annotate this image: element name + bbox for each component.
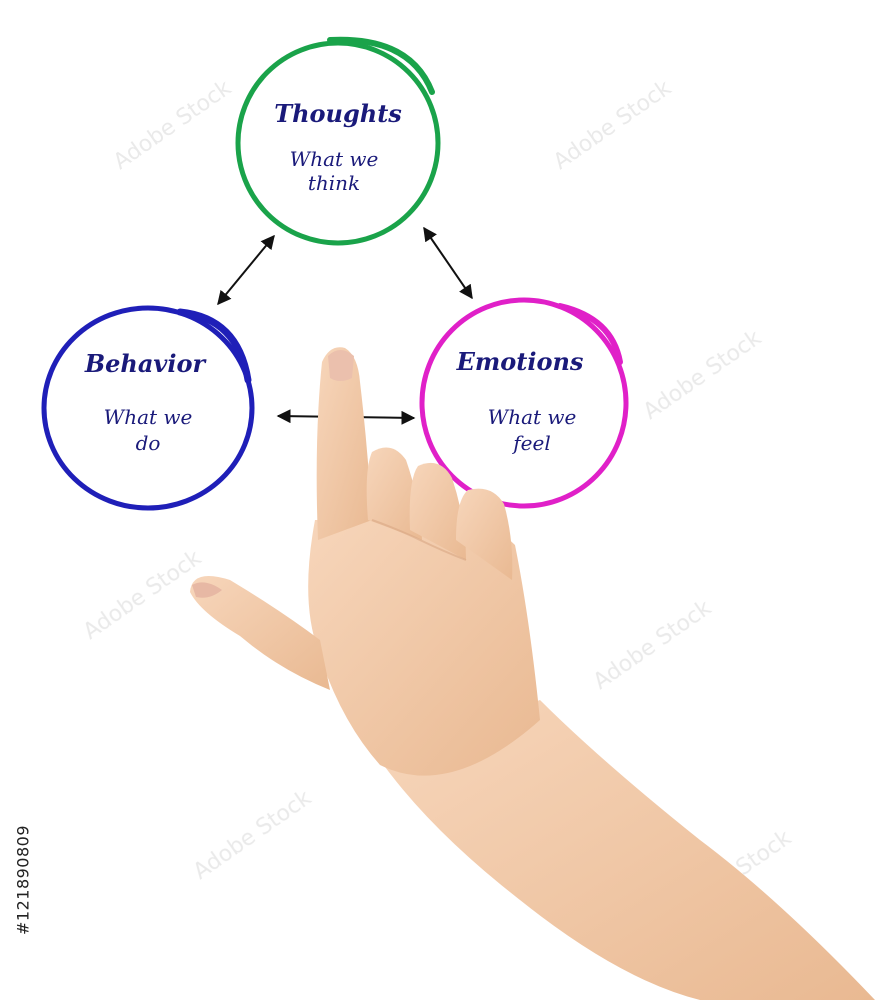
node-behavior-brushstroke: [176, 308, 252, 384]
hand-forearm: [380, 700, 875, 1000]
hand-middle-finger: [366, 447, 422, 540]
arrow-thoughts-behavior: [217, 234, 275, 306]
node-thoughts-line2: think: [308, 171, 360, 195]
node-behavior-line1: What we: [104, 405, 193, 429]
pointing-hand: [190, 347, 875, 1000]
hand-ring-finger: [409, 462, 466, 560]
node-emotions-line2: feel: [511, 431, 550, 455]
watermark-text: Adobe Stock: [109, 75, 236, 174]
stock-image-id: #121890809: [13, 824, 33, 936]
watermark-text: Adobe Stock: [639, 325, 766, 424]
node-thoughts-line1: What we: [290, 147, 379, 171]
node-behavior-title: Behavior: [84, 349, 208, 378]
node-emotions-brushstroke: [557, 303, 623, 365]
node-emotions-line1: What we: [488, 405, 577, 429]
watermark-text: Adobe Stock: [589, 595, 716, 694]
node-thoughts-circle: [235, 40, 441, 246]
hand-index-finger: [316, 347, 372, 540]
watermark-text: Adobe Stock: [79, 545, 206, 644]
node-behavior-line2: do: [136, 431, 161, 455]
watermark-text: Adobe Stock: [189, 785, 316, 884]
arrow-thoughts-emotions: [423, 226, 473, 300]
node-emotions-title: Emotions: [456, 347, 584, 376]
index-fingernail: [328, 350, 354, 381]
watermark-text: Adobe Stock: [549, 75, 676, 174]
hand-thumb: [190, 576, 330, 690]
node-thoughts: Thoughts What we think: [235, 36, 441, 246]
node-emotions: Emotions What we feel: [419, 297, 629, 509]
hand-little-finger: [456, 488, 513, 580]
hand-palm: [308, 513, 540, 776]
thumbnail: [192, 582, 222, 598]
node-emotions-circle: [419, 297, 629, 509]
node-thoughts-brushstroke: [327, 36, 435, 95]
node-behavior: Behavior What we do: [41, 305, 255, 511]
node-behavior-circle: [41, 305, 255, 511]
node-thoughts-title: Thoughts: [274, 99, 402, 128]
